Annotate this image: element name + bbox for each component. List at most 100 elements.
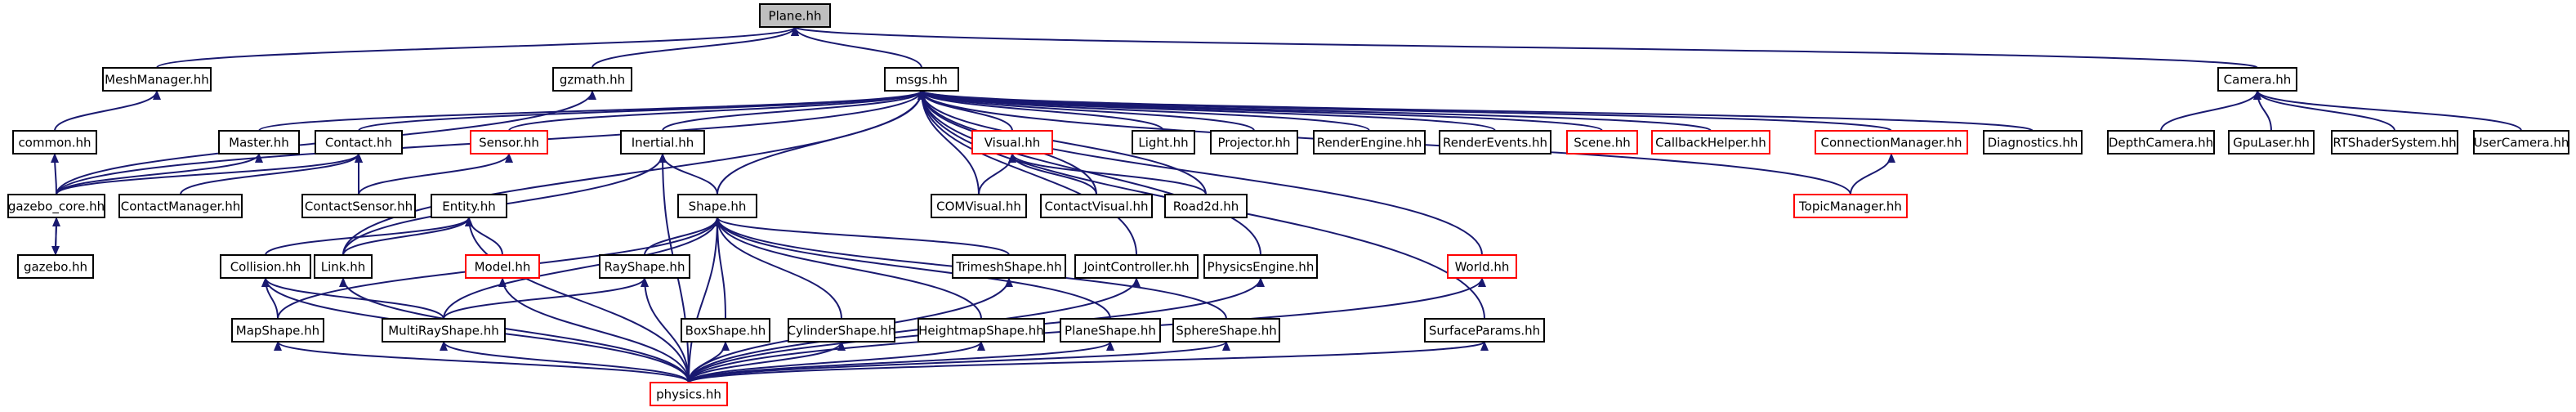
node-heightmapshape[interactable]: HeightmapShape.hh — [917, 318, 1045, 343]
node-comvisual[interactable]: COMVisual.hh — [931, 194, 1027, 218]
node-msgs[interactable]: msgs.hh — [884, 67, 959, 92]
node-depthcamera-label: DepthCamera.hh — [2109, 136, 2213, 150]
node-gazebocore[interactable]: gazebo_core.hh — [7, 194, 105, 218]
edge-master-to-msgs — [258, 90, 926, 132]
node-multirayshape[interactable]: MultiRayShape.hh — [382, 318, 506, 343]
edge-planeshape-to-shape — [713, 217, 1111, 320]
node-shape-label: Shape.hh — [689, 199, 747, 214]
edge-msgs-to-plane — [791, 26, 922, 69]
node-trimeshshape-label: TrimeshShape.hh — [955, 260, 1061, 275]
node-collision[interactable]: Collision.hh — [220, 254, 311, 279]
edge-gazebocore-to-master — [56, 153, 263, 195]
node-diagnostics-label: Diagnostics.hh — [1988, 136, 2078, 150]
node-contactmanager[interactable]: ContactManager.hh — [118, 194, 243, 218]
node-camera[interactable]: Camera.hh — [2217, 67, 2297, 92]
node-connectionmanager-label: ConnectionManager.hh — [1820, 136, 1962, 150]
node-diagnostics-box — [1983, 130, 2083, 154]
node-visual[interactable]: Visual.hh — [971, 130, 1053, 154]
node-multirayshape-box — [382, 318, 506, 343]
node-sensor-label: Sensor.hh — [479, 136, 539, 150]
node-boxshape-box — [681, 318, 770, 343]
node-topicmanager-box — [1793, 194, 1908, 218]
edge-physics-to-model — [498, 277, 690, 383]
node-link[interactable]: Link.hh — [314, 254, 373, 279]
node-trimeshshape-box — [952, 254, 1066, 279]
node-planeshape[interactable]: PlaneShape.hh — [1060, 318, 1161, 343]
node-common[interactable]: common.hh — [12, 130, 97, 154]
node-depthcamera[interactable]: DepthCamera.hh — [2107, 130, 2215, 154]
node-road2d[interactable]: Road2d.hh — [1164, 194, 1248, 218]
node-common-box — [12, 130, 97, 154]
node-light-box — [1132, 130, 1195, 154]
node-gazebo[interactable]: gazebo.hh — [17, 254, 94, 279]
node-gpulaser[interactable]: GpuLaser.hh — [2228, 130, 2315, 154]
edge-cylindershape-to-shape — [713, 217, 842, 320]
node-mapshape[interactable]: MapShape.hh — [231, 318, 324, 343]
node-camera-box — [2217, 67, 2297, 92]
node-physicsengine[interactable]: PhysicsEngine.hh — [1203, 254, 1318, 279]
edge-physics-to-shape — [688, 217, 721, 383]
edge-contactsensor-to-sensor — [358, 153, 513, 195]
node-light[interactable]: Light.hh — [1132, 130, 1195, 154]
node-callbackhelper[interactable]: CallbackHelper.hh — [1651, 130, 1770, 154]
node-physics-label: physics.hh — [656, 387, 721, 402]
node-shape-box — [677, 194, 757, 218]
node-rtshadersystem[interactable]: RTShaderSystem.hh — [2331, 130, 2458, 154]
node-contact[interactable]: Contact.hh — [315, 130, 403, 154]
node-scene-label: Scene.hh — [1574, 136, 1631, 150]
node-diagnostics[interactable]: Diagnostics.hh — [1983, 130, 2083, 154]
node-topicmanager[interactable]: TopicManager.hh — [1793, 194, 1908, 218]
edge-physics-to-cylindershape — [688, 341, 846, 383]
node-contactsensor[interactable]: ContactSensor.hh — [301, 194, 416, 218]
node-connectionmanager[interactable]: ConnectionManager.hh — [1815, 130, 1968, 154]
node-jointcontroller[interactable]: JointController.hh — [1074, 254, 1199, 279]
edge-contactmanager-to-contact — [180, 153, 363, 195]
node-usercamera[interactable]: UserCamera.hh — [2473, 130, 2569, 154]
node-inertial[interactable]: Inertial.hh — [620, 130, 705, 154]
node-rayshape-box — [599, 254, 690, 279]
node-inertial-box — [620, 130, 705, 154]
node-rayshape[interactable]: RayShape.hh — [599, 254, 690, 279]
node-meshmanager-label: MeshManager.hh — [105, 73, 209, 87]
edge-road2d-to-msgs — [917, 90, 1207, 195]
node-scene[interactable]: Scene.hh — [1566, 130, 1638, 154]
node-renderevents[interactable]: RenderEvents.hh — [1439, 130, 1551, 154]
node-shape[interactable]: Shape.hh — [677, 194, 757, 218]
node-collision-box — [220, 254, 311, 279]
edge-physics-to-surfaceparams — [688, 341, 1489, 383]
node-surfaceparams[interactable]: SurfaceParams.hh — [1424, 318, 1545, 343]
node-contactvisual-label: ContactVisual.hh — [1045, 199, 1149, 214]
edge-physics-to-entity — [465, 217, 690, 383]
node-world[interactable]: World.hh — [1447, 254, 1517, 279]
node-jointcontroller-label: JointController.hh — [1083, 260, 1189, 275]
node-model[interactable]: Model.hh — [465, 254, 540, 279]
node-master[interactable]: Master.hh — [218, 130, 300, 154]
node-sphereshape[interactable]: SphereShape.hh — [1172, 318, 1280, 343]
node-contactvisual[interactable]: ContactVisual.hh — [1040, 194, 1153, 218]
node-gzmath[interactable]: gzmath.hh — [552, 67, 632, 92]
node-boxshape-label: BoxShape.hh — [685, 324, 766, 338]
edge-physics-to-heightmapshape — [688, 341, 985, 383]
edge-gazebocore-to-common — [51, 153, 60, 195]
node-plane[interactable]: Plane.hh — [759, 3, 831, 28]
node-physics[interactable]: physics.hh — [650, 382, 728, 406]
node-contact-label: Contact.hh — [325, 136, 392, 150]
node-sensor-box — [470, 130, 548, 154]
node-sensor[interactable]: Sensor.hh — [470, 130, 548, 154]
node-gazebocore-label: gazebo_core.hh — [8, 199, 105, 215]
node-mapshape-box — [231, 318, 324, 343]
node-boxshape[interactable]: BoxShape.hh — [681, 318, 770, 343]
edge-contact-to-msgs — [358, 90, 926, 132]
node-world-box — [1447, 254, 1517, 279]
node-meshmanager[interactable]: MeshManager.hh — [102, 67, 212, 92]
node-trimeshshape[interactable]: TrimeshShape.hh — [952, 254, 1066, 279]
node-road2d-box — [1164, 194, 1248, 218]
node-gpulaser-box — [2228, 130, 2315, 154]
node-gazebo-box — [17, 254, 94, 279]
node-depthcamera-box — [2107, 130, 2215, 154]
node-cylindershape[interactable]: CylinderShape.hh — [788, 318, 896, 343]
node-projector[interactable]: Projector.hh — [1210, 130, 1298, 154]
node-entity[interactable]: Entity.hh — [431, 194, 507, 218]
node-renderengine[interactable]: RenderEngine.hh — [1313, 130, 1426, 154]
